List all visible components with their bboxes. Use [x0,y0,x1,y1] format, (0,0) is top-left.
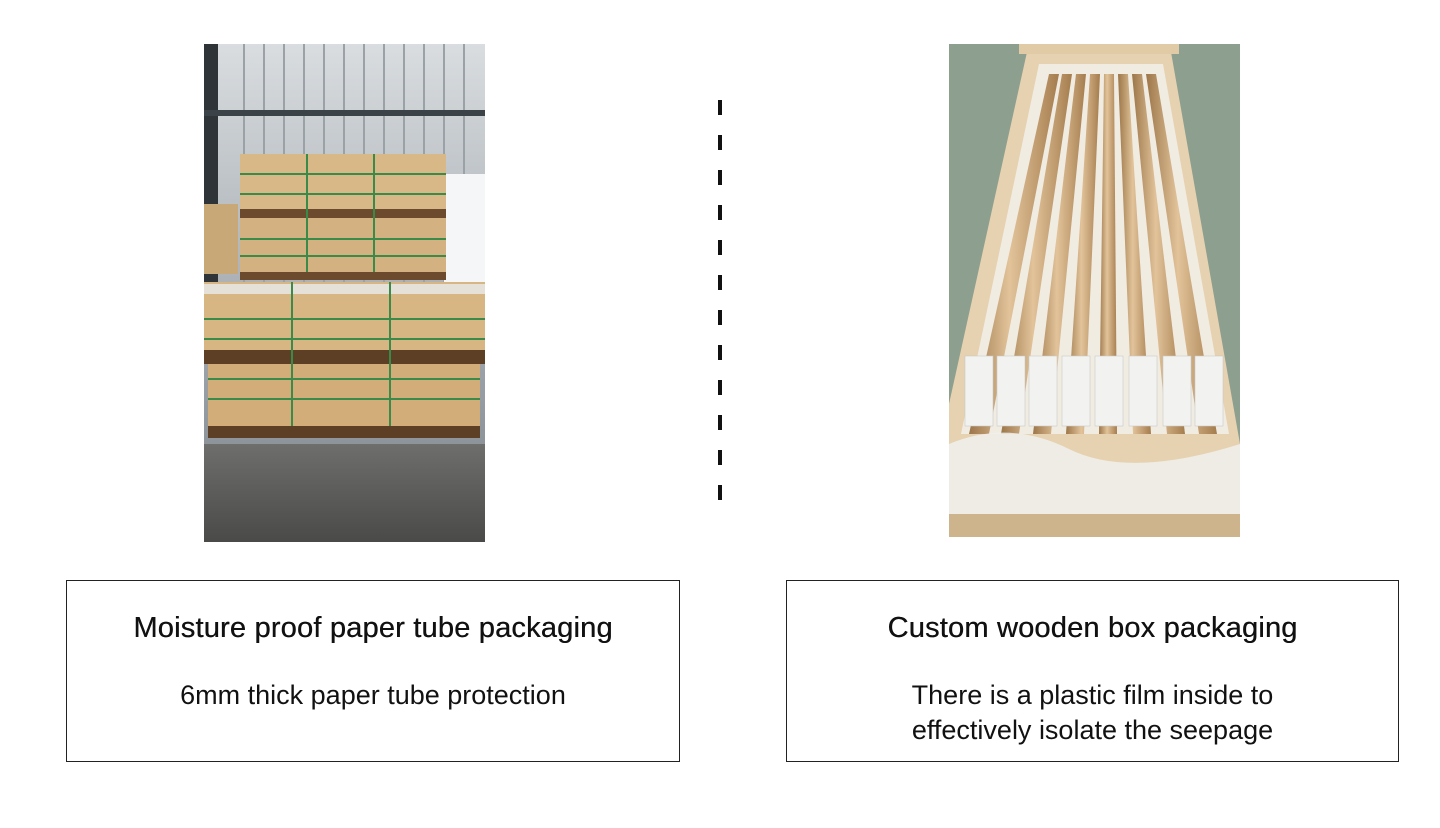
right-caption-box: Custom wooden box packaging There is a p… [786,580,1399,762]
left-caption-subtitle: 6mm thick paper tube protection [180,680,566,710]
stacked-crates-image [204,44,485,542]
left-caption-box: Moisture proof paper tube packaging 6mm … [66,580,680,762]
left-caption-title: Moisture proof paper tube packaging [133,612,613,644]
tubes-box-photo [949,44,1240,537]
crates-photo [204,44,485,542]
paper-tubes-image [949,44,1240,537]
dashed-divider [718,100,722,500]
right-caption-subtitle: There is a plastic film inside to effect… [911,680,1274,745]
right-caption-title: Custom wooden box packaging [887,612,1298,644]
